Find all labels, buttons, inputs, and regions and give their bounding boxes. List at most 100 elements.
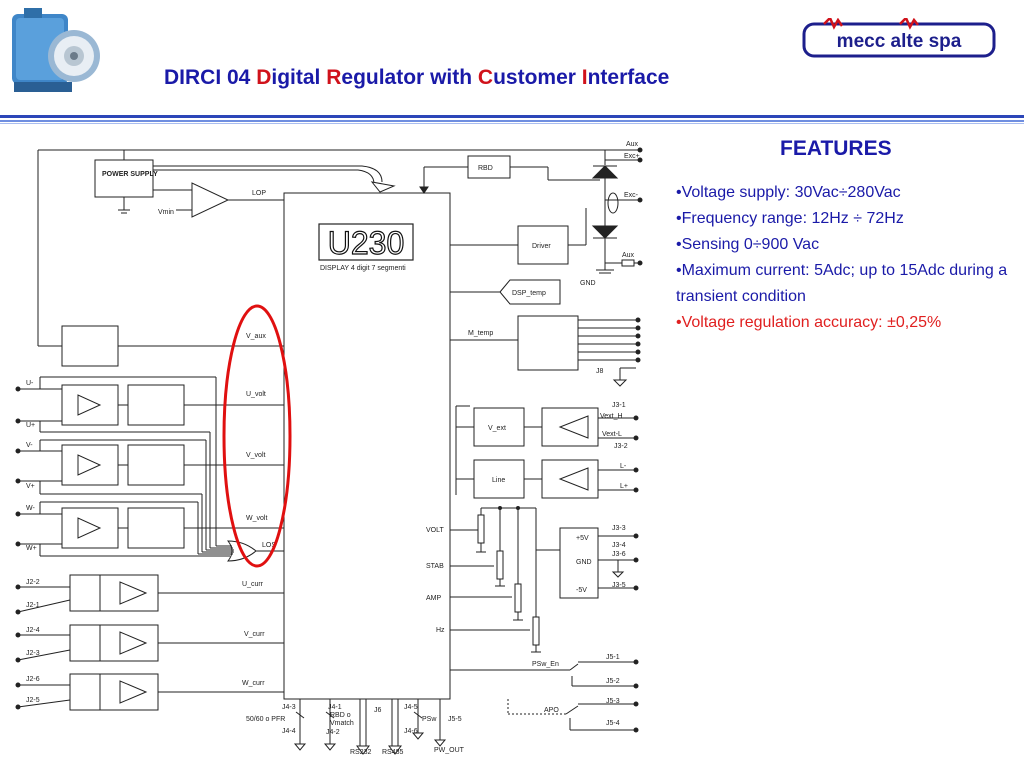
lop-label: LOP <box>252 190 266 197</box>
feature-item: •Voltage supply: 30Vac÷280Vac <box>676 184 901 201</box>
w-volt-label: W_volt <box>246 515 267 522</box>
title-part: nterface <box>587 66 670 89</box>
terminal-vext-l: Vext-L <box>602 431 622 438</box>
terminal-pfr: 50/60 o PFR <box>246 716 285 723</box>
display-frame <box>318 223 414 261</box>
vmin-label: Vmin <box>158 209 174 216</box>
features-heading: FEATURES <box>780 137 892 160</box>
terminal-j3-5: J3-5 <box>612 582 626 589</box>
terminal-j4-1: J4-1 <box>328 704 342 711</box>
terminal-j2-1: J2-1 <box>26 602 40 609</box>
gnd-rail-label: GND <box>576 559 592 566</box>
v-ext-box <box>473 407 525 447</box>
u-curr-label: U_curr <box>242 581 264 588</box>
title-initial: D <box>256 66 272 89</box>
title-divider <box>0 115 1024 124</box>
terminal-u-minus: U- <box>26 380 34 387</box>
driver-label: Driver <box>532 243 551 250</box>
lop-comparator <box>191 182 230 218</box>
terminal-vext-h: Vext_H <box>600 413 623 420</box>
power-supply-label: POWER SUPPLY <box>102 171 158 178</box>
terminal-exc-minus: Exc- <box>624 192 639 199</box>
terminal-v-plus: V+ <box>26 483 35 490</box>
bottom-connectors <box>293 699 447 755</box>
feature-item: •Maximum current: 5Adc; up to 15Adc duri… <box>676 262 1008 305</box>
terminal-j2-6: J2-6 <box>26 676 40 683</box>
terminal-j5-3: J5-3 <box>606 698 620 705</box>
volt-label: VOLT <box>426 527 444 534</box>
terminal-vmatch: Vmatch <box>330 720 354 727</box>
terminal-j4-6: J4-6 <box>404 728 418 735</box>
terminal-j5-1: J5-1 <box>606 654 620 661</box>
exciter-diode-bottom <box>591 225 619 239</box>
terminal-gnd: GND <box>580 280 596 287</box>
title-initial: I <box>581 66 588 89</box>
display-readout: U230 <box>328 225 405 261</box>
terminal-j2-5: J2-5 <box>26 697 40 704</box>
plus5v-label: +5V <box>576 535 589 542</box>
terminal-j4-3: J4-3 <box>282 704 296 711</box>
terminal-j3-6: J3-6 <box>612 551 626 558</box>
terminal-j5-5: J5-5 <box>448 716 462 723</box>
terminal-l-minus: L- <box>620 463 627 470</box>
stab-label: STAB <box>426 563 444 570</box>
current-input-stages: U_curr V_curr W_curr <box>15 574 284 711</box>
v-aux-label: V_aux <box>246 333 266 340</box>
los-label: LOS <box>262 542 276 549</box>
m-temp-box <box>517 315 579 371</box>
terminal-j2-4: J2-4 <box>26 627 40 634</box>
terminal-j4-4: J4-4 <box>282 728 296 735</box>
title-part: ustomer <box>493 66 582 89</box>
terminal-j3-2: J3-2 <box>614 443 628 450</box>
power-supply-box <box>94 159 154 198</box>
mecc-alte-logo: mecc alte spa <box>802 18 996 58</box>
terminal-j3-1: J3-1 <box>612 402 626 409</box>
line-box <box>473 459 525 499</box>
rbd-label: RBD <box>478 165 493 172</box>
minus5v-label: -5V <box>576 587 587 594</box>
feature-item: •Frequency range: 12Hz ÷ 72Hz <box>676 210 904 227</box>
display-caption: DISPLAY 4 digit 7 segmenti <box>320 265 406 272</box>
terminal-j4-2: J4-2 <box>326 729 340 736</box>
dsp-temp-label: DSP_temp <box>512 290 546 297</box>
terminal-v-minus: V- <box>26 442 33 449</box>
terminal-j2-3: J2-3 <box>26 650 40 657</box>
feature-item: •Sensing 0÷900 Vac <box>676 236 820 253</box>
terminal-j8: J8 <box>596 368 604 375</box>
terminal-aux-bottom: Aux <box>622 252 635 259</box>
terminal-l-plus: L+ <box>620 483 628 490</box>
terminal-pw-out: PW_OUT <box>434 747 465 754</box>
terminal-psw: PSw <box>422 716 437 723</box>
terminal-j4-5: J4-5 <box>404 704 418 711</box>
terminal-rs232: RS232 <box>350 749 372 756</box>
terminal-u-plus: U+ <box>26 422 35 429</box>
rails-box <box>559 527 599 599</box>
title-part: egulator with <box>341 66 478 89</box>
amp-label: AMP <box>426 595 442 602</box>
title-initial: C <box>477 66 494 89</box>
line-label: Line <box>492 477 505 484</box>
main-block <box>283 192 451 700</box>
w-curr-label: W_curr <box>242 680 265 687</box>
terminal-j6: J6 <box>374 707 382 714</box>
block-diagram: U230 DISPLAY 4 digit 7 segmenti POWER SU… <box>15 141 643 756</box>
terminal-j2-2: J2-2 <box>26 579 40 586</box>
title-part: igital <box>271 66 327 89</box>
terminal-exc-plus: Exc+ <box>624 153 640 160</box>
page-title: DIRCI 04 Digital Regulator with Customer… <box>164 66 669 90</box>
feature-item-highlight: •Voltage regulation accuracy: ±0,25% <box>676 314 942 331</box>
v-curr-label: V_curr <box>244 631 265 638</box>
terminal-j3-4: J3-4 <box>612 542 626 549</box>
v-ext-label: V_ext <box>488 425 506 432</box>
title-initial: R <box>326 66 342 89</box>
exciter-diode-top <box>591 165 619 179</box>
apo-label: APO <box>544 707 559 714</box>
m-temp-label: M_temp <box>468 330 493 337</box>
terminal-j5-4: J5-4 <box>606 720 620 727</box>
terminal-w-minus: W- <box>26 505 35 512</box>
potentiometers <box>450 506 560 653</box>
logo-text: mecc alte spa <box>837 31 962 52</box>
terminal-j5-2: J5-2 <box>606 678 620 685</box>
psw-en-label: PSw_En <box>532 661 559 668</box>
terminal-j3-3: J3-3 <box>612 525 626 532</box>
